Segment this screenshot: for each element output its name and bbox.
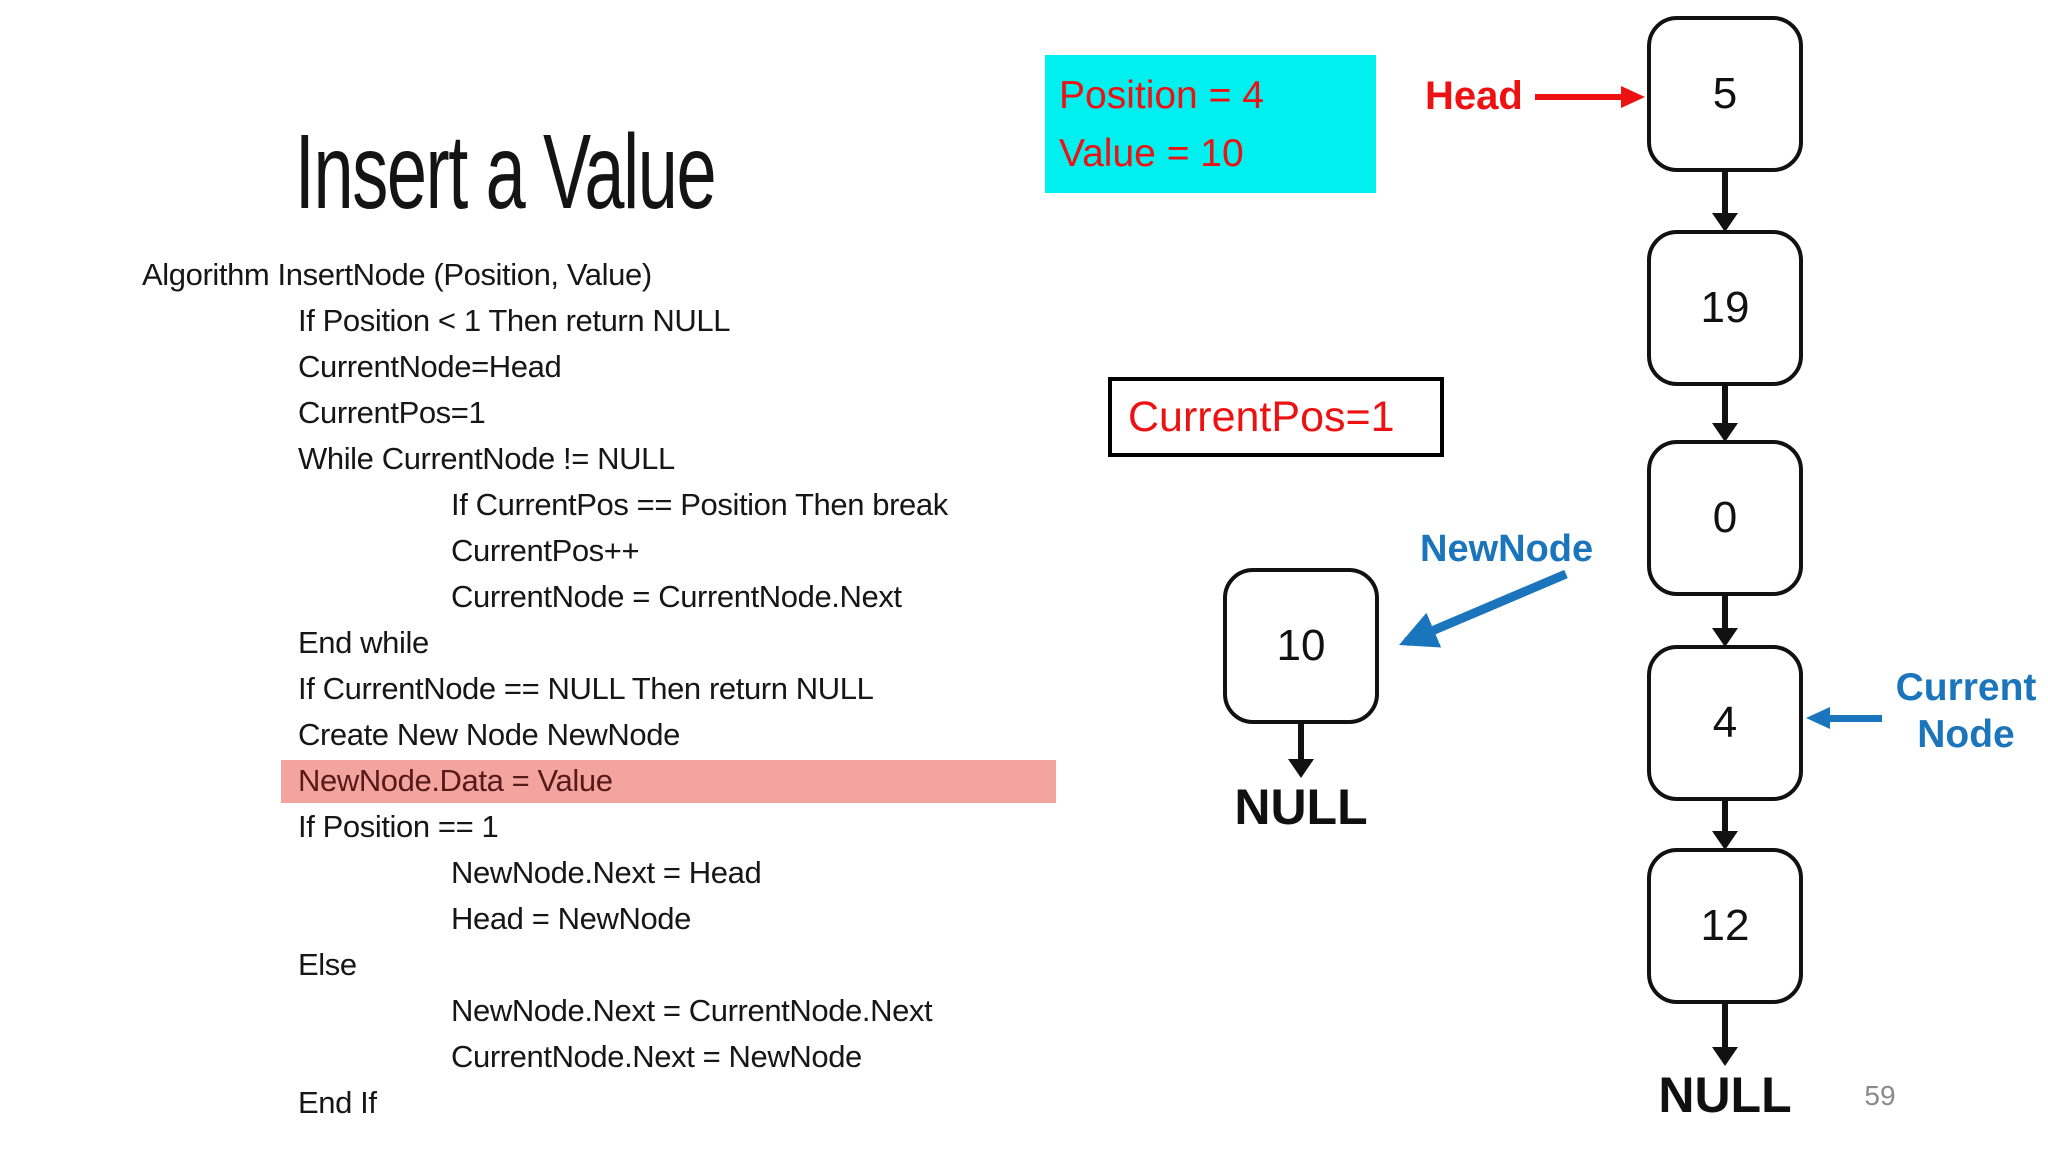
arrow-shaft (1722, 172, 1728, 216)
arrow-shaft (1826, 715, 1882, 722)
node-value: 0 (1712, 493, 1738, 542)
arrow-head (1621, 86, 1645, 108)
position-value-box: Position = 4 Value = 10 (1045, 55, 1376, 193)
code-line-text: CurrentPos=1 (298, 395, 486, 430)
highlight-bar (281, 760, 1056, 803)
code-line-highlighted: NewNode.Data = Value (142, 758, 1142, 804)
code-line: Head = NewNode (142, 896, 1142, 942)
code-line: CurrentNode=Head (142, 344, 1142, 390)
code-line-text: CurrentNode = CurrentNode.Next (451, 579, 902, 614)
newnode-arrow (1399, 569, 1568, 648)
list-node: 19 (1647, 230, 1803, 386)
node-value: 5 (1712, 69, 1738, 118)
arrow-shaft (1298, 722, 1304, 762)
code-line: End If (142, 1080, 1142, 1126)
arrow-shaft (1722, 801, 1728, 834)
new-node: 10 (1223, 568, 1379, 724)
code-line-text: While CurrentNode != NULL (298, 441, 675, 476)
code-line-text: Head = NewNode (451, 901, 691, 936)
next-pointer-arrow (1712, 596, 1738, 647)
code-line: CurrentPos=1 (142, 390, 1142, 436)
current-node-label-line: Current (1895, 666, 2037, 709)
code-line: NewNode.Next = CurrentNode.Next (142, 988, 1142, 1034)
code-line: Else (142, 942, 1142, 988)
next-pointer-arrow (1712, 801, 1738, 850)
node-value: 19 (1700, 283, 1750, 332)
arrow-shaft (1535, 94, 1623, 100)
currentpos-box: CurrentPos=1 (1108, 377, 1444, 457)
next-pointer-arrow (1712, 386, 1738, 442)
list-null-label: NULL (1658, 1067, 1792, 1123)
code-line: While CurrentNode != NULL (142, 436, 1142, 482)
code-line-text: CurrentNode.Next = NewNode (451, 1039, 862, 1074)
current-node-label-line: Node (1917, 713, 2015, 756)
arrow-head (1712, 423, 1738, 442)
position-value-line: Value = 10 (1059, 132, 1244, 175)
code-line-text: If CurrentNode == NULL Then return NULL (298, 671, 874, 706)
code-line-text: If Position < 1 Then return NULL (298, 303, 731, 338)
node-value: 12 (1700, 901, 1750, 950)
code-line-text: Create New Node NewNode (298, 717, 680, 752)
code-line-text: CurrentNode=Head (298, 349, 562, 384)
code-line: CurrentNode.Next = NewNode (142, 1034, 1142, 1080)
code-line: Create New Node NewNode (142, 712, 1142, 758)
code-line-text: End If (298, 1085, 377, 1120)
arrow-head (1712, 1047, 1738, 1066)
head-arrow (1535, 86, 1645, 108)
arrow-head (1288, 759, 1314, 778)
code-line-text: If Position == 1 (298, 809, 499, 844)
code-line-text: Else (298, 947, 357, 982)
arrow-shaft (1722, 596, 1728, 631)
current-node-arrow (1806, 707, 1882, 729)
code-line: If CurrentNode == NULL Then return NULL (142, 666, 1142, 712)
head-label: Head (1425, 74, 1523, 118)
code-line-text: CurrentPos++ (451, 533, 640, 568)
code-line-text: If CurrentPos == Position Then break (451, 487, 948, 522)
code-line-text: NewNode.Next = CurrentNode.Next (451, 993, 933, 1028)
code-line: End while (142, 620, 1142, 666)
slide-title: Insert a Value (294, 113, 717, 231)
code-line: CurrentPos++ (142, 528, 1142, 574)
position-value-line: Position = 4 (1059, 74, 1264, 117)
next-pointer-arrow (1712, 1004, 1738, 1066)
node-value: 10 (1276, 621, 1326, 670)
code-line: CurrentNode = CurrentNode.Next (142, 574, 1142, 620)
arrow-head (1712, 831, 1738, 850)
newnode-label: NewNode (1420, 528, 1594, 570)
next-pointer-arrow (1712, 172, 1738, 232)
code-line: If Position < 1 Then return NULL (142, 298, 1142, 344)
algorithm-code-block: Algorithm InsertNode (Position, Value) I… (142, 252, 1142, 1126)
arrow-head (1712, 628, 1738, 647)
newnode-null-label: NULL (1234, 779, 1368, 835)
code-line: If CurrentPos == Position Then break (142, 482, 1142, 528)
code-line: NewNode.Next = Head (142, 850, 1142, 896)
arrow-shaft (1722, 1004, 1728, 1050)
arrow-shaft (1722, 386, 1728, 426)
code-line-text: End while (298, 625, 429, 660)
list-node: 0 (1647, 440, 1803, 596)
list-node: 5 (1647, 16, 1803, 172)
code-line-text: NewNode.Data = Value (298, 763, 613, 798)
newnode-next-arrow (1288, 722, 1314, 778)
page-number: 59 (1864, 1080, 1896, 1111)
list-node: 4 (1647, 645, 1803, 801)
code-line: Algorithm InsertNode (Position, Value) (142, 252, 1142, 298)
code-line-text: NewNode.Next = Head (451, 855, 762, 890)
arrow-head (1712, 213, 1738, 232)
list-node: 12 (1647, 848, 1803, 1004)
current-node-label: Current Node (1884, 664, 2048, 758)
currentpos-text: CurrentPos=1 (1128, 392, 1395, 441)
node-value: 4 (1712, 698, 1738, 747)
arrow-head (1806, 707, 1830, 729)
code-line: If Position == 1 (142, 804, 1142, 850)
code-line-text: Algorithm InsertNode (Position, Value) (142, 257, 652, 292)
